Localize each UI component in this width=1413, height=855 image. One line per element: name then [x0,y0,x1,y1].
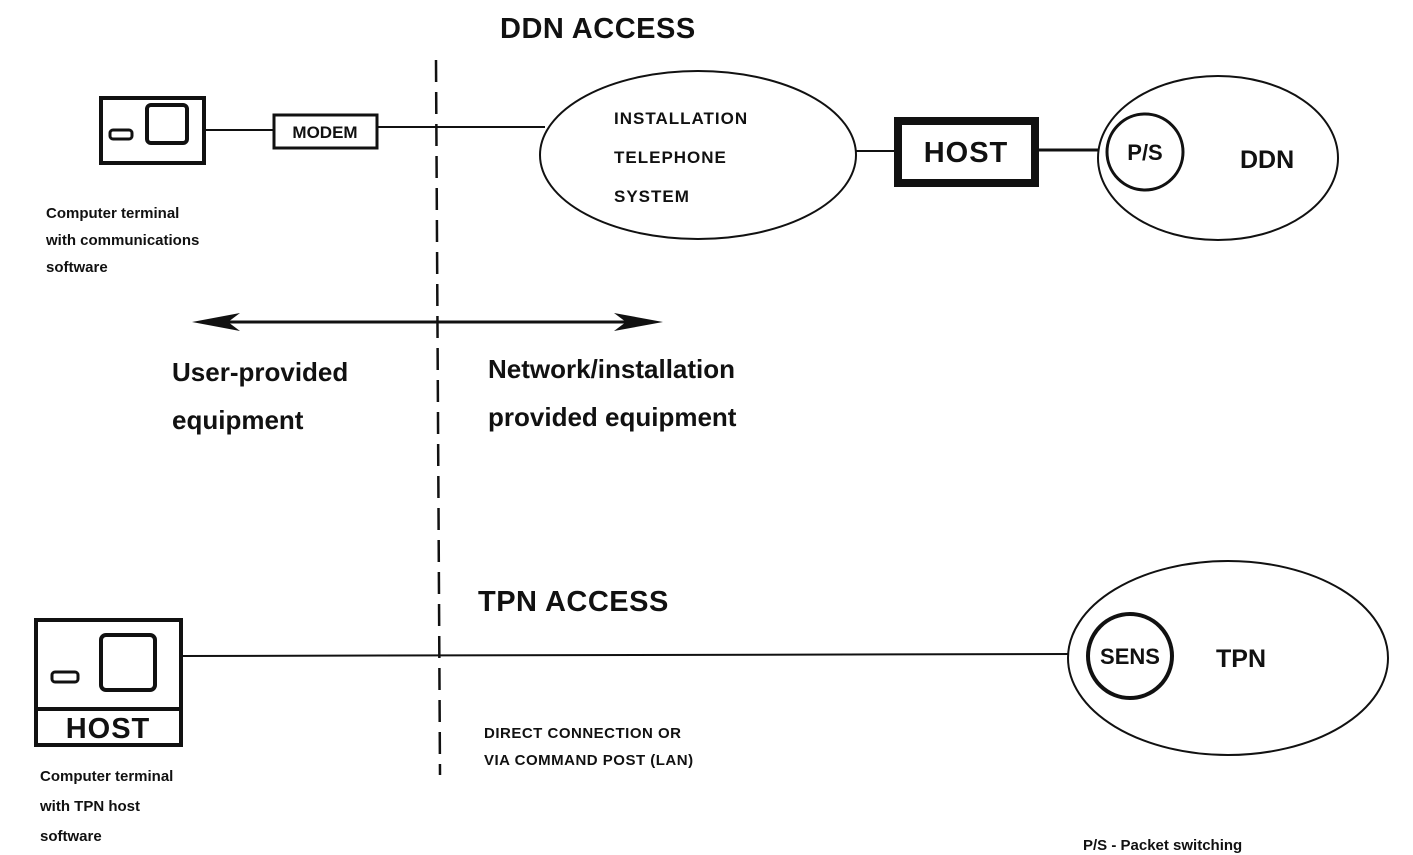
ddn-access-title: DDN ACCESS [500,13,696,45]
user-provided-label-line-1: User-provided [172,357,348,387]
telephone-system-line-3: SYSTEM [614,187,690,206]
tpn-terminal-caption-line-1: Computer terminal [40,768,173,785]
ddn-terminal-caption-line-1: Computer terminal [46,205,179,222]
sens-circle [1086,612,1174,700]
tpn-access-title: TPN ACCESS [478,586,669,618]
network-provided-label-line-2: provided equipment [488,402,737,432]
footnote: P/S - Packet switching [1083,837,1242,854]
telephone-system-line-2: TELEPHONE [614,148,727,167]
host-tpn-link [180,653,1073,657]
tpn-network-ellipse [1067,560,1389,756]
modem-box [272,113,379,150]
user-provided-label-line-2: equipment [172,405,304,435]
sens-label: SENS [1100,644,1160,669]
host-terminal-icon [34,618,183,747]
equipment-boundary-line [434,59,442,776]
packet-switch-label: P/S [1127,140,1162,165]
installation-telephone-system-ellipse [539,70,857,240]
tpn-terminal-caption-line-3: software [40,828,102,845]
tpn-host-label: HOST [66,713,151,745]
double-arrow [192,313,663,331]
ddn-terminal-caption-line-3: software [46,259,108,276]
tpn-network-label: TPN [1216,645,1266,673]
computer-terminal-icon [99,96,206,165]
connection-note-line-2: VIA COMMAND POST (LAN) [484,752,694,769]
packet-switch-circle [1105,112,1185,192]
ddn-terminal-caption-line-2: with communications [45,232,199,249]
ddn-host-box [894,117,1039,187]
network-provided-label-line-1: Network/installation [488,354,735,384]
tpn-terminal-caption-line-2: with TPN host [39,798,140,815]
ddn-host-label: HOST [924,137,1009,169]
connection-note-line-1: DIRECT CONNECTION OR [484,725,682,742]
ddn-network-label: DDN [1240,146,1294,174]
telephone-system-line-1: INSTALLATION [614,109,748,128]
modem-label: MODEM [292,123,357,142]
